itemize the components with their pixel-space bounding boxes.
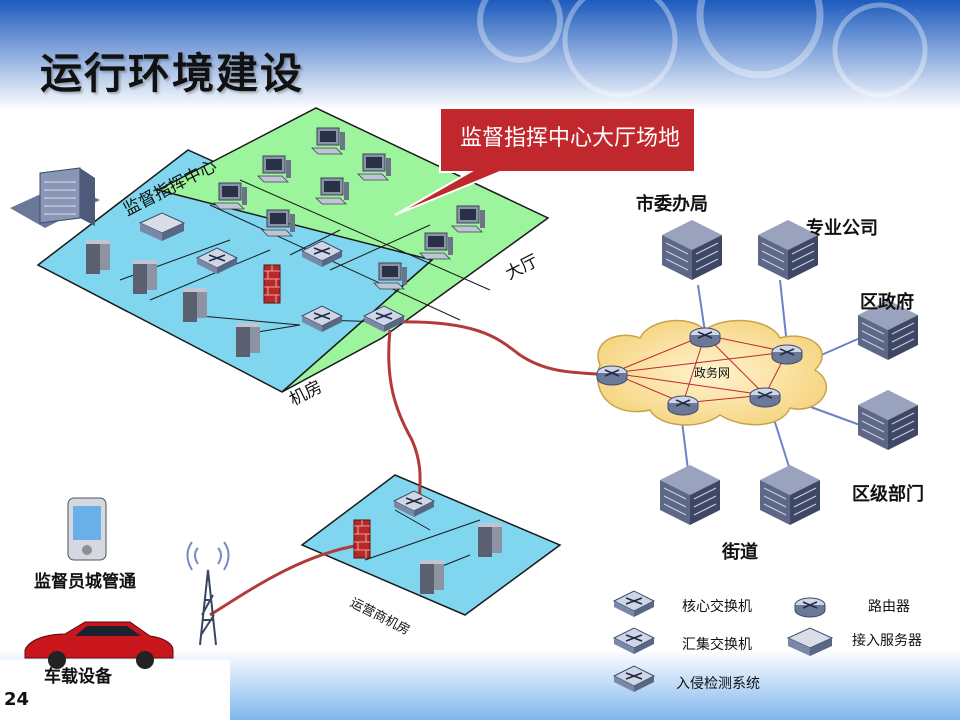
node-label-party-office: 市委办局 xyxy=(636,194,708,215)
firewall-icon-2 xyxy=(353,519,371,559)
legend-core-switch-icon xyxy=(613,590,655,618)
hall-zone xyxy=(155,107,550,393)
server-icon-3 xyxy=(183,288,207,322)
legend-label-agg-switch: 汇集交换机 xyxy=(682,637,752,653)
network-label: 政务网 xyxy=(694,366,731,380)
street-building-icon-1 xyxy=(659,464,721,526)
header-band xyxy=(0,0,960,110)
access-server-icon xyxy=(138,212,186,241)
district-dept-building-icon xyxy=(857,389,919,451)
header-decoration xyxy=(477,0,928,98)
server-icon-4 xyxy=(236,323,260,357)
office-building-icon xyxy=(10,167,100,228)
cloud-router-1 xyxy=(596,365,628,386)
operator-server-icon-1 xyxy=(478,523,502,557)
device-label-vehicle: 车载设备 xyxy=(44,667,112,687)
cloud-router-5 xyxy=(667,395,699,416)
car-icon xyxy=(24,621,174,669)
operator-server-icon-2 xyxy=(420,560,444,594)
pda-icon xyxy=(67,497,107,561)
node-label-company: 专业公司 xyxy=(806,218,878,239)
server-icon-2 xyxy=(133,260,157,294)
node-label-street: 街道 xyxy=(722,542,758,563)
footer-mask xyxy=(0,660,230,720)
radio-tower-icon xyxy=(186,541,230,646)
legend-access-server-icon xyxy=(786,627,834,656)
page-title: 运行环境建设 xyxy=(40,49,305,98)
wan-links xyxy=(209,320,609,617)
legend-router-icon xyxy=(794,597,826,618)
callout-label: 监督指挥中心大厅场地 xyxy=(459,126,680,151)
node-label-district-gov: 区政府 xyxy=(860,292,914,313)
legend-label-router: 路由器 xyxy=(868,599,910,615)
callout-box xyxy=(394,107,696,216)
legend-label-ids: 入侵检测系统 xyxy=(676,676,760,692)
cloud-router-3 xyxy=(771,344,803,365)
cloud-router-4 xyxy=(749,387,781,408)
party-office-building-icon xyxy=(661,219,723,281)
legend-label-access-server: 接入服务器 xyxy=(852,633,922,649)
legend-label-core-switch: 核心交换机 xyxy=(682,599,752,615)
server-icon-1 xyxy=(86,240,110,274)
page-number: 24 xyxy=(4,689,30,710)
street-building-icon-2 xyxy=(759,464,821,526)
cloud-mesh xyxy=(610,334,788,404)
operator-room-zone xyxy=(300,474,562,616)
cloud-router-2 xyxy=(689,327,721,348)
firewall-icon-1 xyxy=(263,264,281,304)
device-label-pda: 监督员城管通 xyxy=(34,572,136,592)
node-label-district-dept: 区级部门 xyxy=(852,484,924,505)
